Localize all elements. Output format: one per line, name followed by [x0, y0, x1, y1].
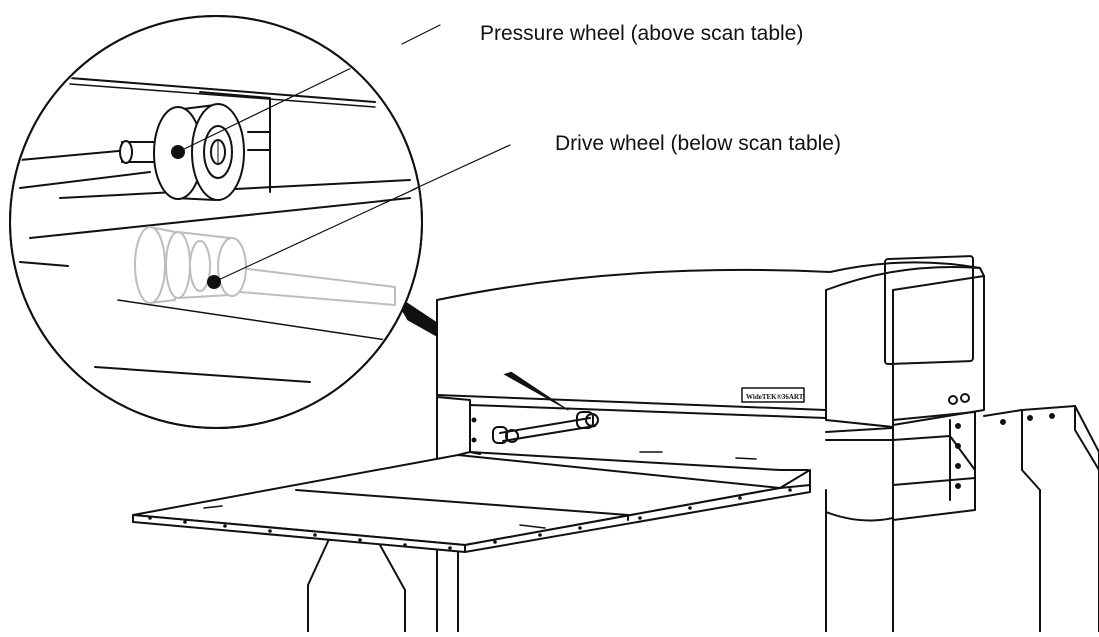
scanner-body — [436, 255, 985, 633]
pressure-wheel-label: Pressure wheel (above scan table) — [480, 22, 804, 45]
pressure-wheel — [119, 103, 245, 201]
scanner-brand-label: WideTEK®36ART — [746, 393, 804, 401]
drive-wheel-label: Drive wheel (below scan table) — [555, 132, 841, 155]
right-support-leg — [983, 405, 1099, 633]
pressure-wheel-leader — [401, 24, 441, 45]
side-bracket — [892, 411, 976, 521]
drive-wheel — [134, 226, 396, 306]
drive-wheel-leader — [411, 144, 511, 191]
detail-magnifier — [9, 15, 423, 429]
scan-table — [132, 451, 811, 553]
wheel-assembly — [469, 404, 827, 455]
